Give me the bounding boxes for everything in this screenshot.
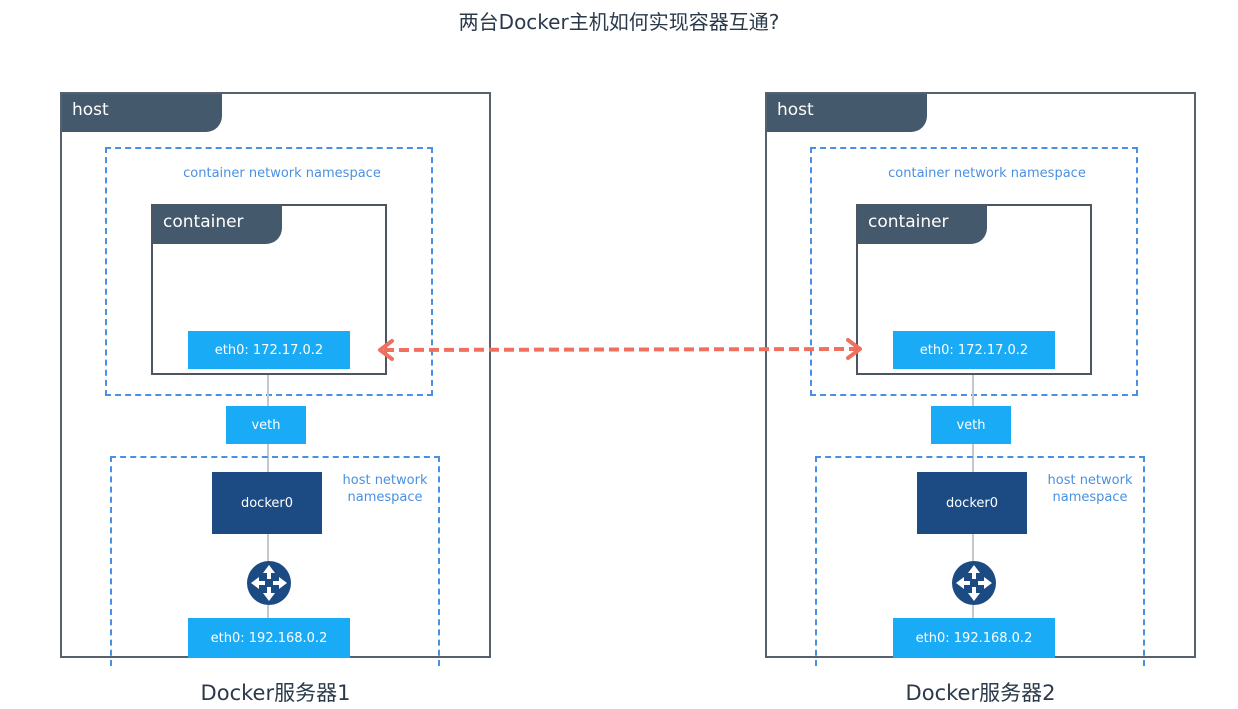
host-1-host-namespace [110,456,440,666]
host-2-docker0[interactable]: docker0 [917,472,1027,534]
host-2-container: container eth0: 172.17.0.2 [856,204,1092,375]
host-2-container-namespace [810,147,1138,396]
host-1-container-namespace [105,147,433,396]
host-1-host-namespace-label: host network namespace [342,473,428,505]
host-2-eth0[interactable]: eth0: 192.168.0.2 [893,618,1055,658]
host-1-tab: host [62,94,222,132]
host-2-container-tab: container [858,206,987,244]
host-2-container-eth0[interactable]: eth0: 172.17.0.2 [893,331,1055,369]
host-2-tab: host [767,94,927,132]
host-1: host container network namespace contain… [60,92,491,666]
host-1-docker0[interactable]: docker0 [212,472,322,534]
arrow-head-left [378,339,394,361]
host-2-container-namespace-label: container network namespace [888,166,1086,181]
host-1-container-eth0[interactable]: eth0: 172.17.0.2 [188,331,350,369]
host-2-host-namespace [815,456,1145,666]
arrow-head-right [846,338,862,360]
host-1-container: container eth0: 172.17.0.2 [151,204,387,375]
arrow-dashed-line [383,347,857,352]
double-arrow-icon [378,338,862,361]
host-2-host-namespace-label: host network namespace [1047,473,1133,505]
host-1-eth0[interactable]: eth0: 192.168.0.2 [188,618,350,658]
host-1-container-namespace-label: container network namespace [183,166,381,181]
host-2: host container network namespace contain… [765,92,1196,666]
host-2-caption: Docker服务器2 [905,681,1056,705]
host-1-veth[interactable]: veth [226,406,306,444]
host-1-container-tab: container [153,206,282,244]
router-icon [951,560,997,606]
page-title: 两台Docker主机如何实现容器互通? [458,10,780,34]
router-icon [246,560,292,606]
host-1-caption: Docker服务器1 [200,681,351,705]
host-2-veth[interactable]: veth [931,406,1011,444]
